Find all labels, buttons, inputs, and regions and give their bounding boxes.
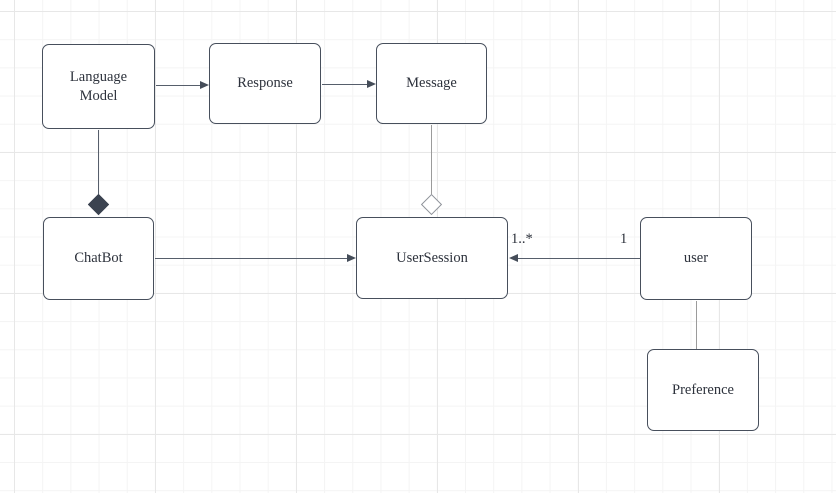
edge-user-preference-line[interactable]: [695, 301, 697, 349]
node-response-label: Response: [237, 75, 293, 92]
arrowhead-right-icon: [367, 79, 376, 88]
node-language-model[interactable]: Language Model: [42, 44, 155, 129]
multiplicity-label-usersession-end[interactable]: 1..*: [511, 231, 533, 247]
edge-languagemodel-response-line[interactable]: [156, 84, 201, 86]
node-usersession-label: UserSession: [396, 249, 468, 266]
node-user-label: user: [683, 250, 709, 267]
node-usersession[interactable]: UserSession: [356, 217, 508, 299]
arrowhead-right-icon: [200, 80, 209, 89]
edge-user-usersession-line[interactable]: [517, 257, 640, 259]
node-preference-label: Preference: [672, 381, 734, 398]
edge-message-usersession-line[interactable]: [430, 125, 432, 195]
multiplicity-label-user-end[interactable]: 1: [620, 231, 628, 247]
edge-response-message-line[interactable]: [322, 83, 367, 85]
node-response[interactable]: Response: [209, 43, 321, 124]
arrowhead-right-icon: [347, 253, 356, 262]
edge-chatbot-usersession-line[interactable]: [155, 257, 347, 259]
composition-diamond-icon: [87, 193, 110, 216]
node-message-label: Message: [406, 75, 457, 92]
arrowhead-left-icon: [509, 253, 518, 262]
node-preference[interactable]: Preference: [647, 349, 759, 431]
node-chatbot-label: ChatBot: [74, 250, 123, 267]
node-user[interactable]: user: [640, 217, 752, 300]
aggregation-diamond-icon: [420, 193, 442, 216]
edge-languagemodel-chatbot-line[interactable]: [97, 130, 99, 194]
node-language-model-label: Language Model: [69, 69, 128, 104]
node-message[interactable]: Message: [376, 43, 487, 124]
node-chatbot[interactable]: ChatBot: [43, 217, 154, 300]
